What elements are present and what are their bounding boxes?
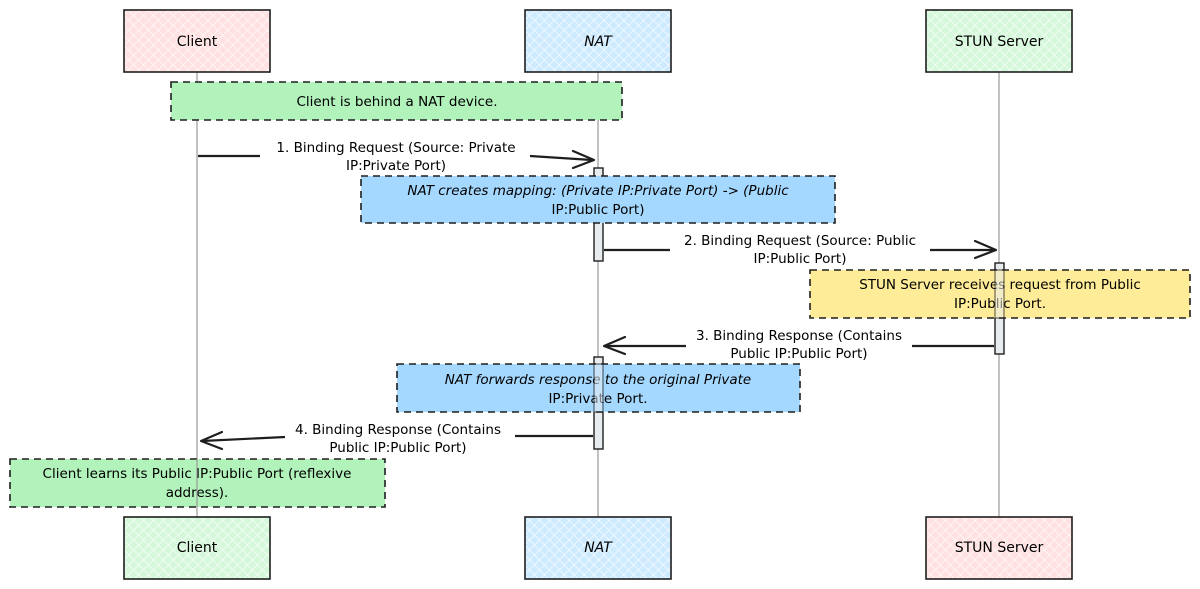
message-3-binding-response: 3. Binding Response (Contains Public IP:…	[602, 328, 994, 362]
note-text: Client is behind a NAT device.	[296, 94, 497, 110]
participant-label: NAT	[584, 540, 613, 556]
participant-client-bottom: Client	[123, 516, 271, 580]
message-1-binding-request: 1. Binding Request (Source: Private IP:P…	[198, 140, 596, 174]
message-label: Public IP:Public Port)	[730, 346, 867, 362]
message-label: 4. Binding Response (Contains	[295, 422, 501, 438]
participant-client-top: Client	[123, 9, 271, 73]
message-label: 3. Binding Response (Contains	[696, 328, 902, 344]
participant-label: STUN Server	[955, 540, 1044, 556]
participant-label: STUN Server	[955, 34, 1044, 50]
participant-stun-bottom: STUN Server	[925, 516, 1073, 580]
note-text: NAT creates mapping: (Private IP:Private…	[407, 183, 789, 199]
participant-label: NAT	[584, 34, 613, 50]
message-label: 2. Binding Request (Source: Public	[684, 233, 916, 249]
message-label: IP:Public Port)	[754, 251, 847, 267]
note-behind-nat: Client is behind a NAT device.	[170, 81, 623, 121]
note-text: IP:Public Port)	[552, 202, 645, 218]
message-2-binding-request: 2. Binding Request (Source: Public IP:Pu…	[604, 233, 998, 267]
note-nat-mapping: NAT creates mapping: (Private IP:Private…	[360, 175, 836, 224]
message-4-binding-response: 4. Binding Response (Contains Public IP:…	[199, 422, 593, 456]
participant-nat-bottom: NAT	[524, 516, 672, 580]
activation-nat-overlay	[593, 363, 604, 413]
participant-nat-top: NAT	[524, 9, 672, 73]
message-label: Public IP:Public Port)	[329, 440, 466, 456]
message-label: IP:Private Port)	[346, 158, 446, 174]
activation-stun-overlay	[994, 269, 1005, 319]
participant-label: Client	[177, 540, 218, 556]
participant-label: Client	[177, 34, 218, 50]
message-label: 1. Binding Request (Source: Private	[276, 140, 515, 156]
participant-stun-top: STUN Server	[925, 9, 1073, 73]
